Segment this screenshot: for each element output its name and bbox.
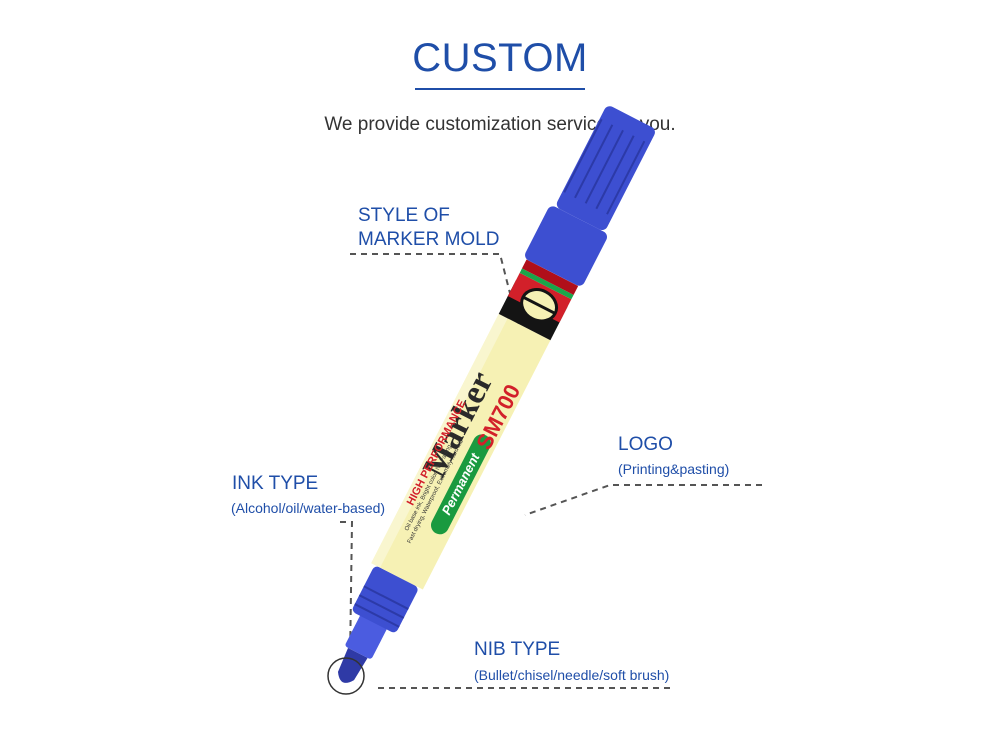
callout-ink-detail: (Alcohol/oil/water-based): [231, 500, 386, 516]
marker-cap: [556, 106, 655, 231]
page-subtitle: We provide customization service for you…: [324, 114, 676, 135]
title-underline: [415, 88, 585, 90]
nib-highlight-circle: [327, 657, 365, 695]
callout-nib-detail: (Bullet/chisel/needle/soft brush): [474, 667, 670, 683]
marker-body: Permanent Marker SM700 HIGH PERFORMANCE …: [337, 106, 655, 683]
callout-mold-line1: STYLE OF: [358, 205, 450, 226]
marker-cap-collar: [525, 206, 607, 286]
callout-ink-title: INK TYPE: [232, 473, 319, 494]
callout-logo-detail: (Printing&pasting): [618, 461, 730, 477]
marker-rear-band: [521, 259, 579, 295]
stripe-green: [519, 268, 574, 300]
page-title: CUSTOM: [412, 36, 588, 80]
marker-tip-collar: [345, 613, 388, 659]
brand-tag-bg: [430, 434, 491, 535]
callout-logo-title: LOGO: [618, 434, 673, 455]
leader-line-logo: [524, 484, 762, 516]
marker-nib: [337, 647, 368, 683]
leader-line-ink: [340, 521, 354, 661]
callout-nib-title: NIB TYPE: [474, 639, 561, 660]
callout-mold-line2: MARKER MOLD: [358, 229, 500, 250]
marker-barrel: [371, 313, 551, 590]
